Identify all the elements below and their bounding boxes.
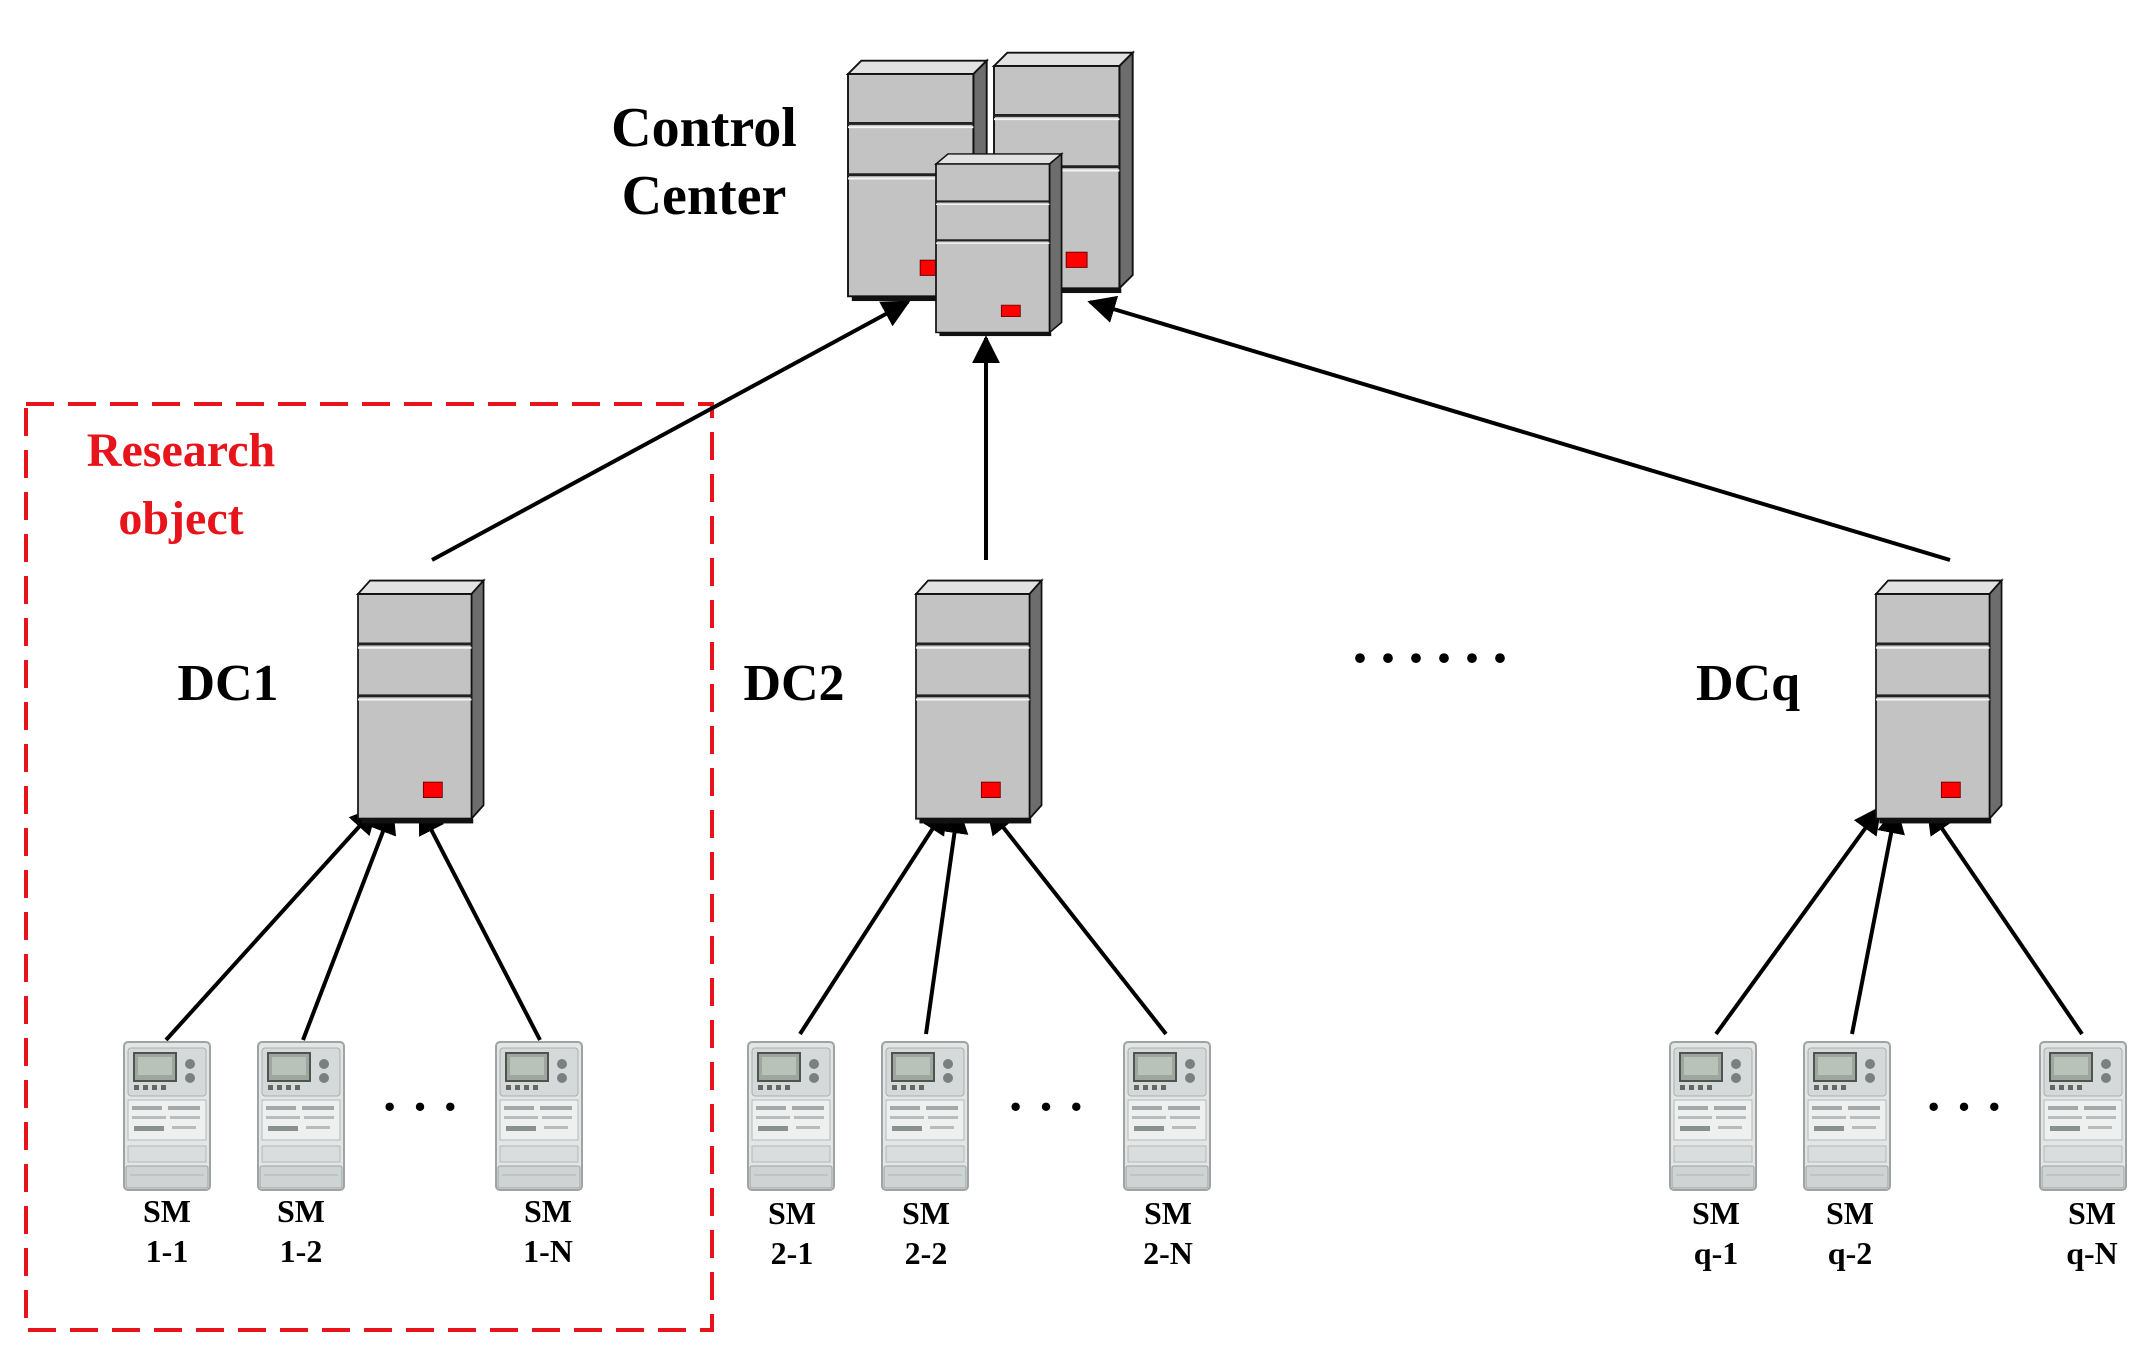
meter-label: 1-N xyxy=(523,1233,573,1269)
meter-label: SM xyxy=(277,1193,325,1229)
meter-label: 2-2 xyxy=(905,1235,948,1271)
meter-label: SM xyxy=(1826,1195,1874,1231)
smart-meter-icon xyxy=(2039,1041,2127,1191)
meter-label: q-2 xyxy=(1828,1235,1872,1271)
meter-group-1 xyxy=(123,1041,583,1191)
research-object-label: Research xyxy=(87,424,275,477)
link-sm-q-n xyxy=(1926,805,2084,1036)
research-object-label-2: object xyxy=(118,492,243,545)
collector-ellipsis: ······ xyxy=(1350,625,1518,691)
link-dc1-control xyxy=(431,300,911,562)
dc-label: DC1 xyxy=(177,655,278,712)
meter-label: SM xyxy=(1144,1195,1192,1231)
meter-label: SM xyxy=(524,1193,572,1229)
link-sm-2-n xyxy=(986,805,1168,1036)
meter-label: 1-2 xyxy=(280,1233,323,1269)
meter-label: SM xyxy=(2068,1195,2116,1231)
link-dcq-control xyxy=(1087,295,1951,562)
link-sm-1-n xyxy=(418,805,542,1041)
meter-label: SM xyxy=(768,1195,816,1231)
dc1-server-icon xyxy=(356,579,485,825)
meter-ellipsis: · · · xyxy=(1007,1079,1085,1136)
meter-group-2 xyxy=(747,1041,1211,1191)
control-center-label: Control xyxy=(611,97,797,159)
smart-meter-icon xyxy=(1669,1041,1757,1191)
link-sm-q-2 xyxy=(1850,805,1905,1035)
link-sm-1-2 xyxy=(301,805,397,1041)
smart-meter-icon xyxy=(881,1041,969,1191)
meter-label: SM xyxy=(1692,1195,1740,1231)
smart-meter-icon xyxy=(495,1041,583,1191)
control-server-icon xyxy=(934,152,1063,338)
dc-label: DCq xyxy=(1696,655,1800,712)
meter-group-q xyxy=(1669,1041,2127,1191)
meter-label: 1-1 xyxy=(146,1233,189,1269)
smart-meter-icon xyxy=(747,1041,835,1191)
meter-ellipsis: · · · xyxy=(381,1079,459,1136)
meter-label: q-1 xyxy=(1694,1235,1738,1271)
dc-label: DC2 xyxy=(743,655,844,712)
link-sm-2-1 xyxy=(798,805,948,1036)
control-center-servers xyxy=(846,51,1135,338)
smart-meter-icon xyxy=(123,1041,211,1191)
smart-meter-icon xyxy=(257,1041,345,1191)
meter-to-dc-links xyxy=(164,805,2084,1042)
link-sm-q-1 xyxy=(1714,805,1882,1036)
meter-label: SM xyxy=(143,1193,191,1229)
meter-label: q-N xyxy=(2066,1235,2118,1271)
link-sm-1-1 xyxy=(164,805,378,1042)
link-sm-2-2 xyxy=(924,805,969,1035)
meter-label: SM xyxy=(902,1195,950,1231)
smart-meter-icon xyxy=(1123,1041,1211,1191)
control-center-label-2: Center xyxy=(622,165,787,227)
dcq-server-icon xyxy=(1874,579,2004,825)
research-object-boundary xyxy=(24,402,714,1332)
meter-labels: SM 1-1 SM 1-2 SM 1-N SM 2-1 SM 2-2 SM 2-… xyxy=(143,1193,2118,1271)
meter-ellipsis: · · · xyxy=(1925,1079,2003,1136)
smart-meter-icon xyxy=(1803,1041,1891,1191)
dc-to-control-links xyxy=(431,295,1951,562)
meter-label: 2-N xyxy=(1143,1235,1193,1271)
meter-label: 2-1 xyxy=(771,1235,814,1271)
dc2-server-icon xyxy=(914,579,1044,825)
